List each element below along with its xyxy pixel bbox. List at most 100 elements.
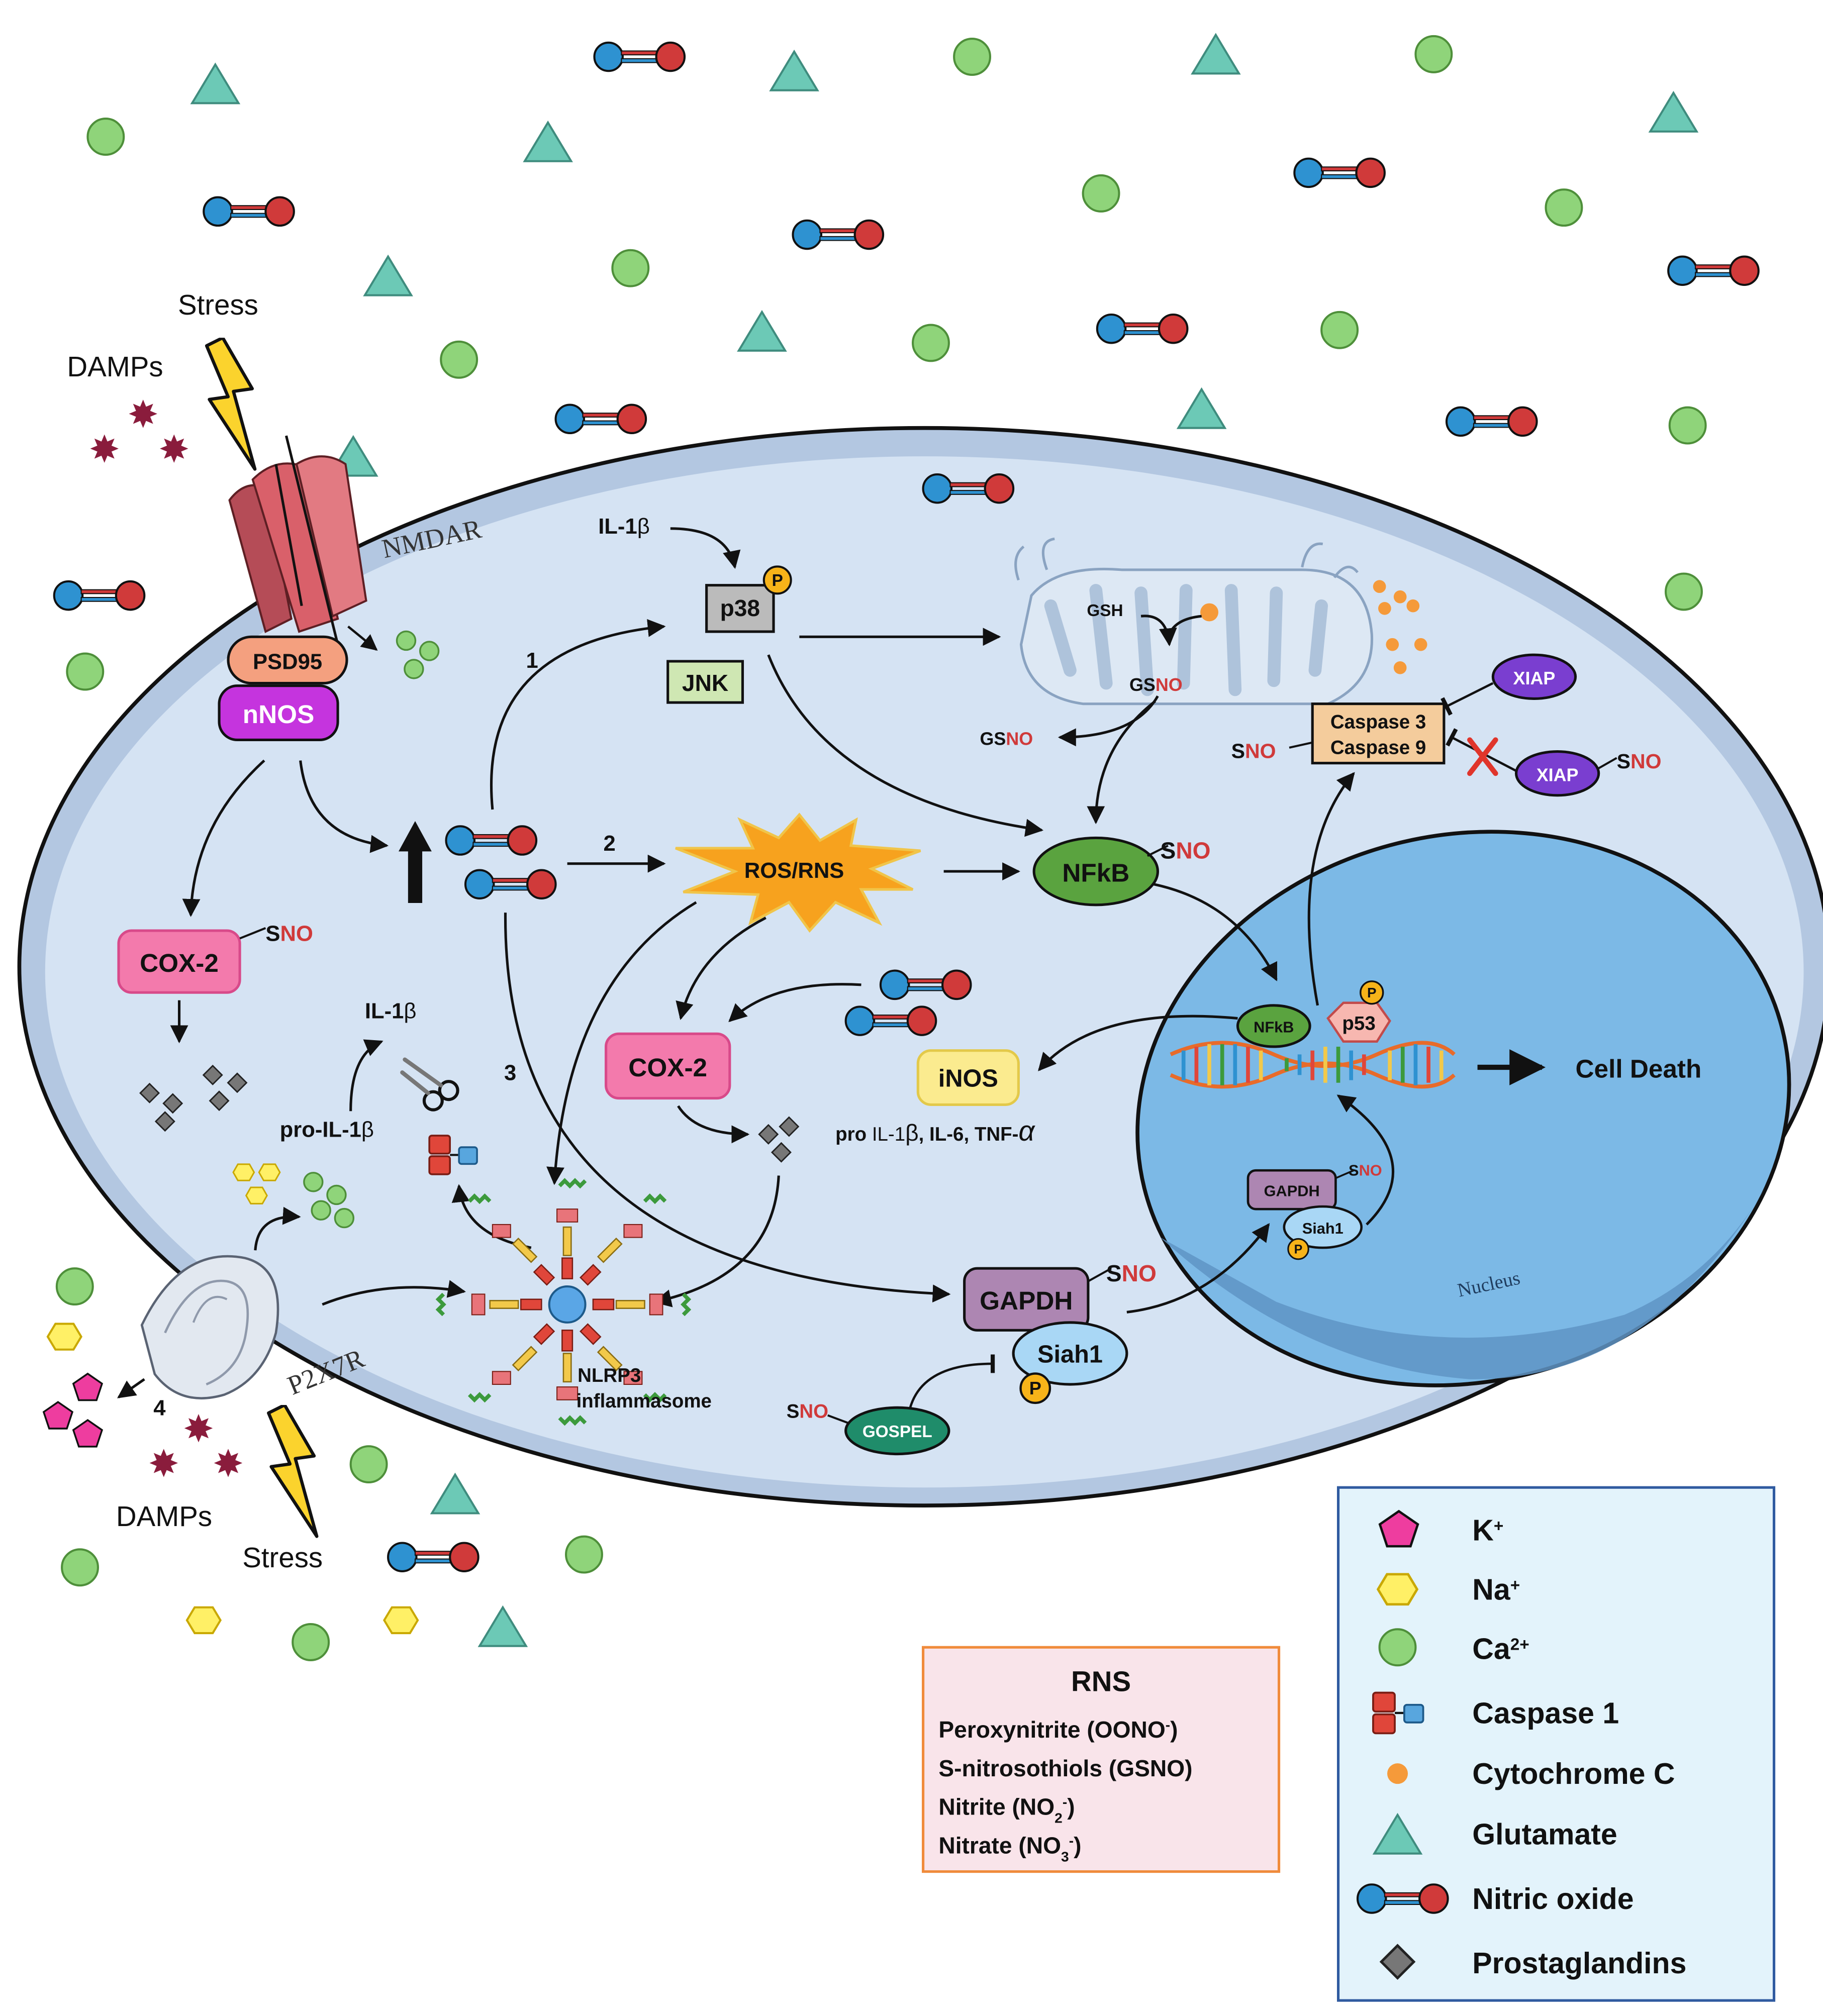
arrow-gapdh-to-nucleus: [1126, 1223, 1270, 1314]
svg-text:Caspase 3: Caspase 3: [1330, 711, 1426, 733]
arrow-no-to-cox2: [728, 983, 861, 1023]
sodium-hexagon-icon: [1378, 1574, 1417, 1604]
sno-nfkb: SNO: [1161, 837, 1211, 863]
stress-bottom-label: Stress: [242, 1542, 323, 1573]
svg-text:JNK: JNK: [682, 670, 728, 696]
calcium-circle-icon: [1380, 1629, 1416, 1665]
rns-title: RNS: [1071, 1665, 1131, 1697]
xiap-top: XIAP: [1491, 653, 1577, 700]
inos-enzyme: iNOS: [916, 1049, 1020, 1106]
legend-item-ca: Ca2+: [1472, 1632, 1529, 1665]
svg-text:NFkB: NFkB: [1254, 1019, 1294, 1036]
step-3: 3: [504, 1061, 516, 1085]
step-2: 2: [603, 832, 615, 856]
p2x7r-receptor: [140, 1255, 279, 1399]
legend-item-cytochrome-c: Cytochrome C: [1472, 1757, 1675, 1790]
mitochondrion: [1014, 537, 1374, 705]
gsh-label: GSH: [1087, 601, 1123, 620]
nlrp3-label-line1: NLRP3: [578, 1365, 641, 1386]
step-1: 1: [526, 649, 538, 673]
arrow-nmdar-to-calcium: [347, 625, 378, 651]
sno-gapdh: SNO: [1106, 1260, 1157, 1286]
rns-box: RNS Peroxynitrite (OONO-) S-nitrosothiol…: [922, 1646, 1281, 1873]
svg-text:Siah1: Siah1: [1037, 1341, 1103, 1368]
arrow-p2x7r-to-ions: [254, 1206, 301, 1251]
arrow-nucleus-to-inos: [1038, 1015, 1238, 1071]
scissors-icon: [400, 1057, 459, 1112]
svg-text:nNOS: nNOS: [243, 700, 315, 729]
svg-text:XIAP: XIAP: [1513, 668, 1556, 688]
legend: K+ Na+ Ca2+ Caspase 1 Cytochrome C Gluta…: [1336, 1486, 1776, 2002]
cytochrome-c-dot-icon: [1387, 1763, 1408, 1784]
cytochrome-c-inside: [1200, 603, 1218, 622]
legend-item-k: K+: [1472, 1514, 1503, 1547]
cox2-middle: COX-2: [605, 1032, 731, 1100]
nnos-enzyme: nNOS: [218, 684, 339, 742]
nfkb-nuclear: NFkB: [1236, 1004, 1311, 1048]
siah1-cytoplasm: Siah1: [1012, 1321, 1128, 1386]
svg-text:iNOS: iNOS: [938, 1065, 998, 1092]
arrow-nfkb-to-nucleus: [1154, 883, 1278, 981]
jnk-kinase: JNK: [666, 660, 744, 704]
legend-item-prostaglandins: Prostaglandins: [1472, 1947, 1686, 1980]
damps-bottom-label: DAMPs: [116, 1500, 212, 1532]
svg-text:ROS/RNS: ROS/RNS: [744, 859, 844, 883]
rns-item-peroxynitrite: Peroxynitrite (OONO-): [938, 1717, 1178, 1743]
svg-text:XIAP: XIAP: [1537, 765, 1579, 785]
arrow-jnk-to-nfkb: [767, 654, 1044, 837]
caspase-3-9-box: Caspase 3 Caspase 9: [1311, 702, 1446, 765]
gapdh-cytoplasm: GAPDH: [963, 1267, 1090, 1332]
ros-rns-burst: ROS/RNS: [675, 813, 921, 933]
arrow-pro-il1b-to-il1b: [349, 1039, 383, 1112]
gsno-mito: GSNO: [1129, 674, 1183, 695]
arrow-gsno-export: [1058, 695, 1159, 747]
arrow-nnos-to-cox2: [182, 759, 265, 917]
p53-protein: p53: [1326, 1001, 1391, 1043]
arrow-no-to-p38: [490, 619, 666, 810]
phosphate-badge-icon: [1021, 1374, 1050, 1403]
gsno-released: GSNO: [980, 729, 1033, 749]
rns-item-nitrite: Nitrite (NO2-): [938, 1794, 1075, 1826]
nfkb-main: NFkB: [1032, 836, 1159, 906]
damps-top-label: DAMPs: [67, 351, 163, 382]
gapdh-nuclear: GAPDH: [1246, 1169, 1337, 1211]
pro-il1b: pro-IL-1β: [280, 1118, 374, 1142]
svg-text:Siah1: Siah1: [1302, 1220, 1344, 1237]
svg-text:COX-2: COX-2: [140, 949, 219, 977]
nlrp3-inflammasome: [435, 1178, 692, 1426]
nmdar-receptor: [228, 435, 367, 645]
arrow-no-to-gapdh: [504, 913, 951, 1303]
legend-item-na: Na+: [1472, 1573, 1520, 1606]
svg-text:GOSPEL: GOSPEL: [862, 1423, 932, 1441]
pro-cytokines-label: pro IL-1β, IL-6, TNF-α: [835, 1115, 1035, 1147]
rns-item-s-nitrosothiols: S-nitrosothiols (GSNO): [938, 1755, 1192, 1781]
il1b-top: IL-1β: [598, 515, 650, 539]
svg-text:NFkB: NFkB: [1062, 859, 1129, 887]
arrow-gsno-to-nfkb: [1087, 700, 1156, 825]
phosphate-badge-icon: [1287, 1238, 1309, 1260]
arrow-cox2-to-prostaglandins-mid: [677, 1105, 750, 1144]
sno-xiap: SNO: [1617, 750, 1662, 773]
sno-gapdh-nuclear: SNO: [1349, 1161, 1382, 1179]
inhibit-gospel-to-gapdh: [909, 1354, 995, 1408]
cytochrome-c-released: [1373, 580, 1427, 674]
svg-text:PSD95: PSD95: [253, 650, 322, 674]
nlrp3-label-line2: inflammasome: [577, 1390, 712, 1412]
svg-text:GAPDH: GAPDH: [980, 1286, 1073, 1315]
arrow-il1b-to-p38: [670, 527, 741, 569]
svg-text:p53: p53: [1342, 1013, 1375, 1035]
legend-item-caspase1: Caspase 1: [1472, 1697, 1619, 1730]
siah1-nuclear: Siah1: [1283, 1205, 1363, 1249]
arrow-p2x7r-k-efflux: [117, 1378, 145, 1398]
arrow-gsh-to-gsno: [1140, 615, 1177, 647]
psd95-protein: PSD95: [227, 635, 348, 685]
cox2-left: COX-2: [117, 929, 241, 994]
dna-helix: [1170, 1041, 1456, 1089]
arrow-p53-to-caspase: [1307, 772, 1355, 1006]
arrow-gapdh-siah1-to-dna: [1336, 1094, 1395, 1226]
step-4: 4: [153, 1396, 166, 1421]
inhibit-xiap-to-caspase: [1441, 682, 1494, 716]
sno-cox2-left: SNO: [265, 922, 313, 946]
legend-item-nitric-oxide: Nitric oxide: [1472, 1882, 1634, 1916]
